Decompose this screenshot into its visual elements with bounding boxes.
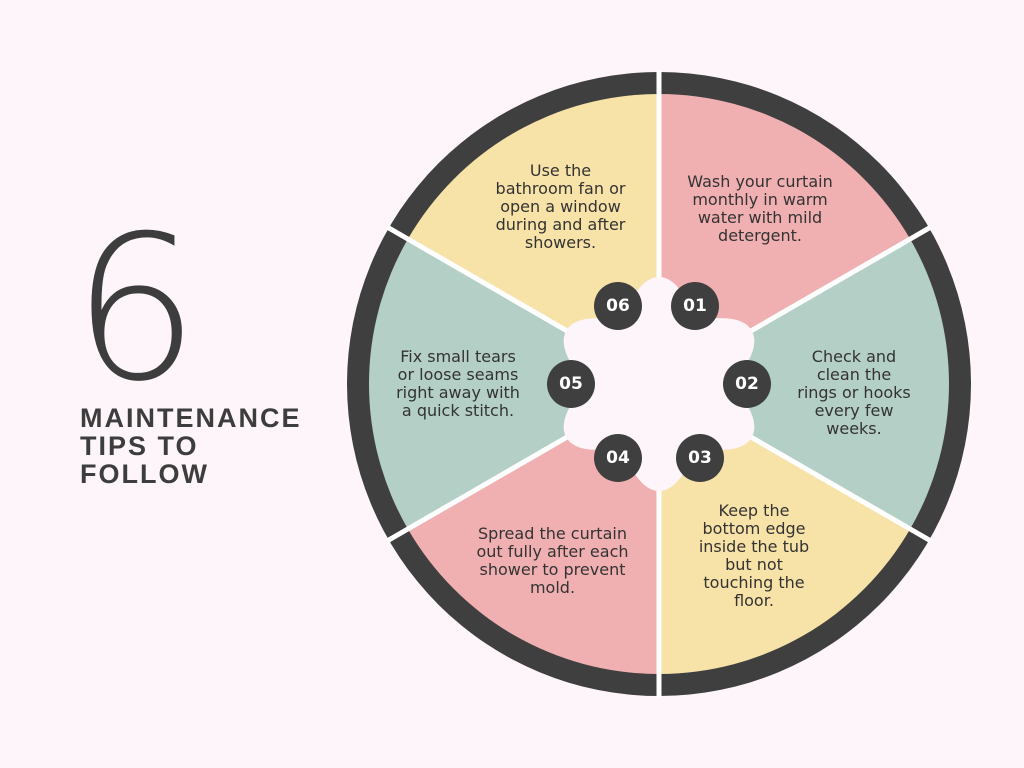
tip-badge-06: 06 bbox=[594, 282, 642, 330]
tip-badge-05: 05 bbox=[547, 360, 595, 408]
segment-1 bbox=[659, 94, 911, 384]
tip-badge-02: 02 bbox=[723, 360, 771, 408]
tip-badge-04: 04 bbox=[594, 434, 642, 482]
tip-count: 6 bbox=[72, 193, 200, 426]
tip-text-06: Use the bathroom fan or open a window du… bbox=[495, 161, 626, 252]
page-title: MAINTENANCE TIPS TO FOLLOW bbox=[80, 403, 302, 489]
tip-text-02: Check and clean the rings or hooks every… bbox=[797, 347, 911, 438]
tip-text-03: Keep the bottom edge inside the tub but … bbox=[698, 501, 810, 610]
tip-text-01: Wash your curtain monthly in warm water … bbox=[687, 172, 833, 245]
segment-5 bbox=[369, 239, 659, 529]
tip-badge-03: 03 bbox=[676, 434, 724, 482]
tip-badge-01: 01 bbox=[671, 282, 719, 330]
segment-2 bbox=[659, 239, 949, 529]
tip-text-04: Spread the curtain out fully after each … bbox=[476, 524, 629, 597]
tip-text-05: Fix small tears or loose seams right awa… bbox=[396, 347, 520, 420]
